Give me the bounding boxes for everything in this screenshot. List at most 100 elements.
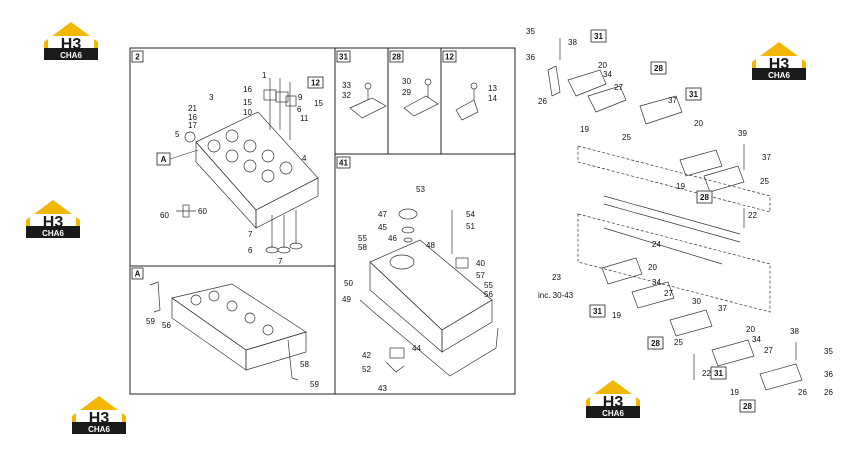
callout-label: 59	[310, 380, 319, 389]
rocker-shaft-drawing	[547, 38, 803, 391]
panel-p28-id-box	[389, 50, 404, 63]
callout-label: 19	[580, 125, 589, 134]
callout-label: 15	[243, 98, 252, 107]
panel-p41-callouts: 53 47 54 45 51 55 58 46 48 40 57 50 55 5…	[342, 185, 493, 393]
callout-label: 53	[416, 185, 425, 194]
panel-p41-frame	[334, 153, 516, 395]
head-callouts: 1 12 3 16 9 15 15 21 16 17 10 11 5 6 4 A…	[156, 71, 324, 266]
callout-label: 42	[362, 351, 371, 360]
callout-label: 46	[388, 234, 397, 243]
callout-label: 57	[476, 271, 485, 280]
callout-label: 49	[342, 295, 351, 304]
brand-logo-graphic: H3 CHA6	[586, 380, 640, 418]
brand-logo-graphic: H3 CHA6	[752, 42, 806, 80]
callout-label: 31	[689, 90, 698, 99]
callout-label: 58	[358, 243, 367, 252]
callout-label: 55	[484, 281, 493, 290]
callout-label: 36	[526, 53, 535, 62]
panel-p31-id-box	[336, 50, 351, 63]
callout-label: 23	[552, 273, 561, 282]
panel-p41-id-box	[336, 156, 351, 169]
callout-label: 13	[488, 84, 497, 93]
callout-label: 17	[188, 121, 197, 130]
callout-label: 3	[209, 93, 214, 102]
top-panel-callouts: 33 32 30 29 13 14	[342, 77, 497, 103]
callout-label: 6	[248, 246, 253, 255]
callout-label: 25	[760, 177, 769, 186]
callout-label: 34	[603, 70, 612, 79]
callout-label: 58	[300, 360, 309, 369]
callout-label: 7	[278, 257, 283, 266]
callout-label: 28	[654, 64, 663, 73]
callout-label: 5	[175, 130, 180, 139]
callout-label: 32	[342, 91, 351, 100]
callout-label: 38	[790, 327, 799, 336]
callout-label: 39	[738, 129, 747, 138]
panel-p28-id: 28	[392, 53, 401, 62]
callout-label: 22	[702, 369, 711, 378]
brand-logo-text: H3	[43, 214, 64, 231]
panel-p41-id: 41	[339, 159, 348, 168]
brand-logo-graphic: H3 CHA6	[26, 200, 80, 238]
callout-label: 35	[526, 27, 535, 36]
panel-p31-id: 31	[339, 53, 348, 62]
callout-label: 26	[798, 388, 807, 397]
callout-box	[590, 29, 607, 43]
callout-label: 38	[568, 38, 577, 47]
callout-label: 60	[198, 207, 207, 216]
callout-label: 30	[402, 77, 411, 86]
callout-box	[589, 304, 606, 318]
callout-label: 34	[752, 335, 761, 344]
callout-label: 36	[824, 370, 833, 379]
callout-label: 19	[730, 388, 739, 397]
callout-label: 29	[402, 88, 411, 97]
panel-p12-id: 12	[445, 53, 454, 62]
callout-label: 30	[692, 297, 701, 306]
panel-detail-id: A	[135, 270, 141, 279]
callout-box	[647, 336, 664, 350]
brand-logo: H3 CHA6	[582, 376, 644, 422]
brand-logo-subtext: CHA6	[42, 229, 64, 238]
callout-label: 56	[162, 321, 171, 330]
detail-callouts: 59 56 58 59	[146, 317, 319, 389]
brand-logo: H3 CHA6	[68, 392, 130, 438]
callout-label: 28	[743, 402, 752, 411]
callout-box	[696, 190, 713, 204]
panel-p12-id-box	[442, 50, 457, 63]
callout-label: 44	[412, 344, 421, 353]
callout-label: 34	[652, 278, 661, 287]
rocker-arm-drawings	[349, 78, 479, 121]
callout-label: 10	[243, 108, 252, 117]
callout-label: 27	[764, 346, 773, 355]
callout-label: 31	[714, 369, 723, 378]
callout-label: inc. 30-43	[538, 291, 574, 300]
callout-label: 15	[314, 99, 323, 108]
callout-box	[307, 76, 324, 89]
callout-label: 26	[824, 388, 833, 397]
callout-label: 11	[300, 114, 309, 123]
callout-box	[650, 61, 667, 75]
callout-label: 20	[648, 263, 657, 272]
shaft-callouts: 35 38 31 36 28 34 26 20 27 19 37 31 25 2…	[526, 27, 833, 413]
callout-label: 25	[622, 133, 631, 142]
callout-label: 40	[476, 259, 485, 268]
callout-label: 51	[466, 222, 475, 231]
brand-logo-graphic: H3 CHA6	[72, 396, 126, 434]
callout-label: 25	[674, 338, 683, 347]
valve-cover-drawing	[359, 208, 499, 377]
leader-line	[169, 149, 199, 160]
brand-logo-subtext: CHA6	[768, 71, 790, 80]
callout-label: 45	[378, 223, 387, 232]
callout-label: 20	[694, 119, 703, 128]
brand-logo: H3 CHA6	[748, 38, 810, 84]
callout-label: 27	[664, 289, 673, 298]
callout-box	[685, 87, 702, 101]
callout-label: 37	[762, 153, 771, 162]
callout-label: 47	[378, 210, 387, 219]
detail-a-drawing	[149, 281, 307, 381]
callout-label: 43	[378, 384, 387, 393]
callout-label: 28	[700, 193, 709, 202]
callout-label: 54	[466, 210, 475, 219]
callout-label: 28	[651, 339, 660, 348]
